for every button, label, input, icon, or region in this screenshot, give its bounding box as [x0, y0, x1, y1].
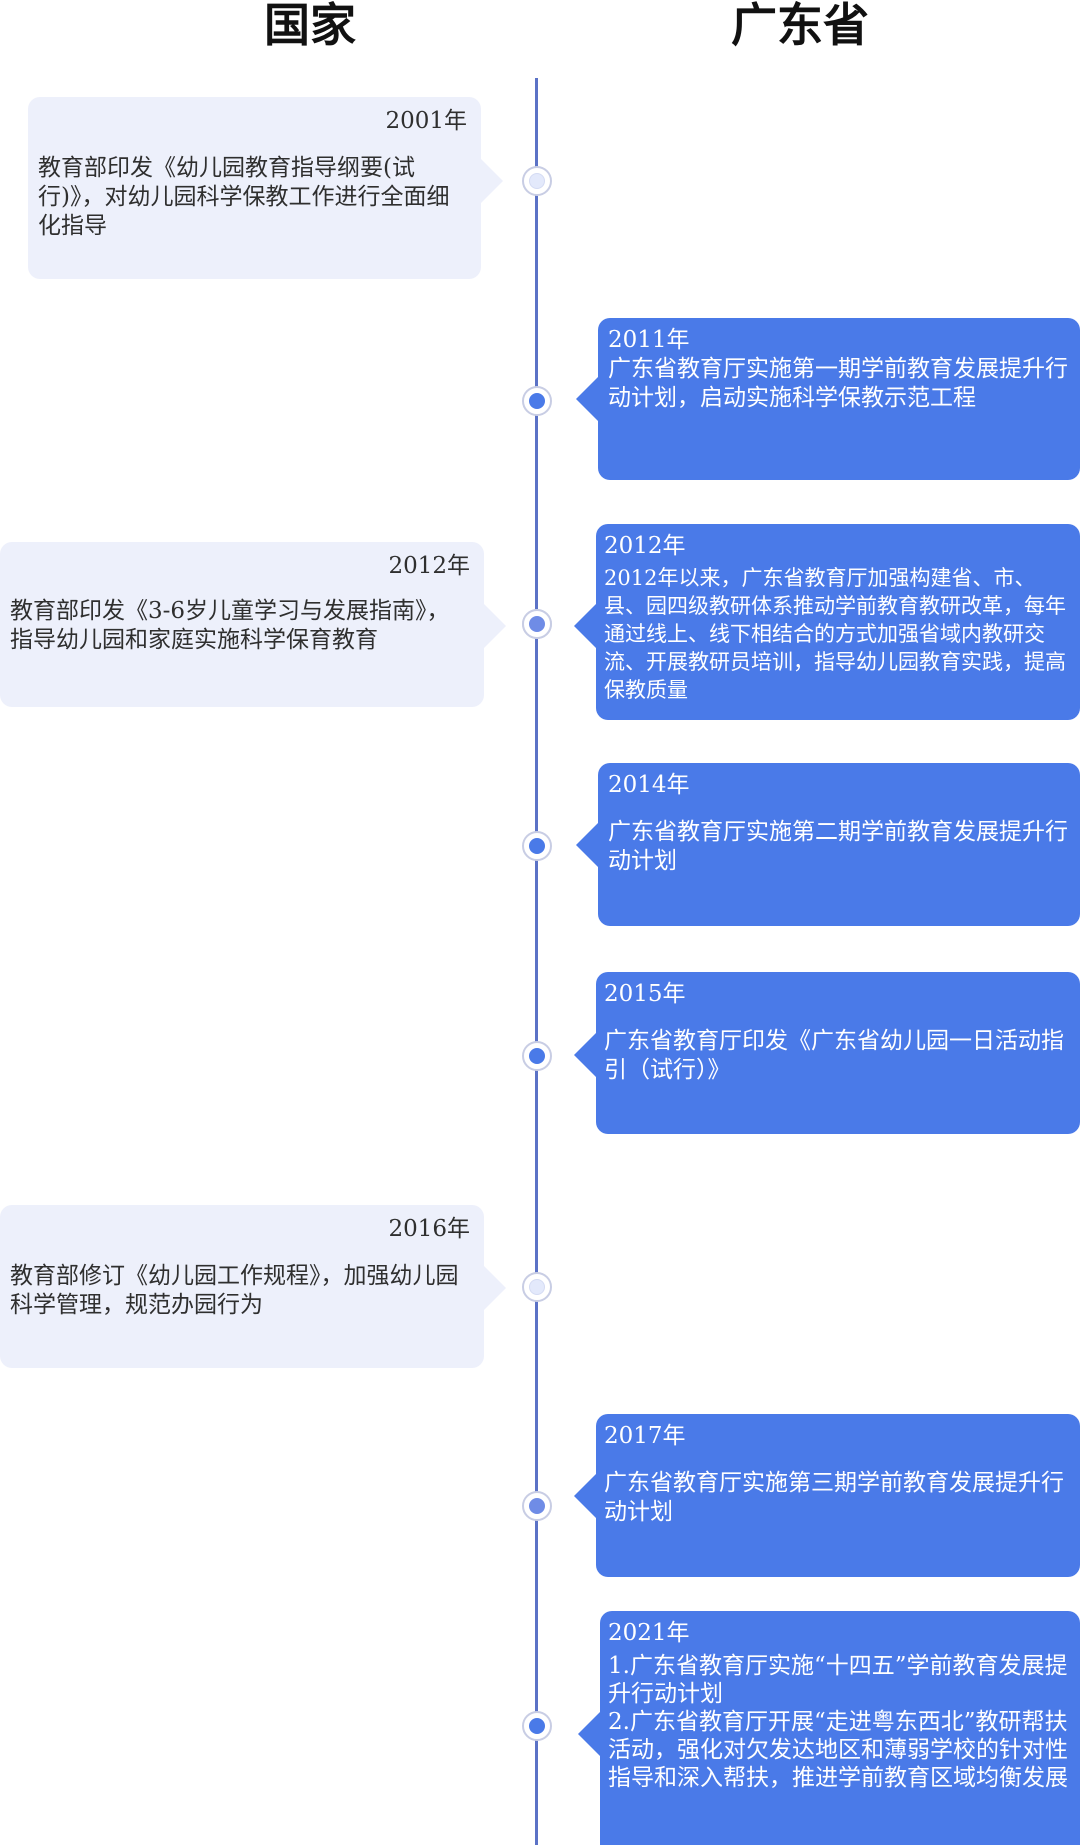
- column-header-national: 国家: [264, 0, 356, 52]
- event-year: 2012年: [604, 533, 686, 559]
- event-year: 2015年: [604, 981, 686, 1007]
- event-text: 广东省教育厅印发《广东省幼儿园一日活动指引（试行）》: [604, 1028, 1064, 1083]
- event-text: 广东省教育厅实施第二期学前教育发展提升行动计划: [608, 819, 1068, 874]
- event-year: 2011年: [608, 327, 690, 353]
- event-text: 广东省教育厅实施第三期学前教育发展提升行动计划: [604, 1470, 1064, 1525]
- event-card-national-2001: 2001年 教育部印发《幼儿园教育指导纲要(试行)》，对幼儿园科学保教工作进行全…: [28, 97, 503, 279]
- timeline-node: [522, 1491, 552, 1521]
- event-year: 2017年: [604, 1423, 686, 1449]
- timeline-node: [522, 1711, 552, 1741]
- event-card-guangdong-2014: 2014年 广东省教育厅实施第二期学前教育发展提升行动计划: [576, 763, 1080, 926]
- timeline-axis: [535, 78, 538, 1845]
- event-year: 2016年: [388, 1216, 470, 1242]
- event-card-guangdong-2017: 2017年 广东省教育厅实施第三期学前教育发展提升行动计划: [574, 1414, 1080, 1577]
- event-card-national-2016: 2016年 教育部修订《幼儿园工作规程》，加强幼儿园科学管理，规范办园行为: [0, 1205, 506, 1368]
- timeline-node: [522, 1272, 552, 1302]
- timeline-node: [522, 609, 552, 639]
- column-header-guangdong: 广东省: [731, 0, 869, 52]
- timeline-node: [522, 166, 552, 196]
- event-text: 广东省教育厅实施第一期学前教育发展提升行动计划，启动实施科学保教示范工程: [608, 356, 1068, 411]
- event-card-guangdong-2012: 2012年 2012年以来，广东省教育厅加强构建省、市、县、园四级教研体系推动学…: [574, 524, 1080, 720]
- event-year: 2021年: [608, 1620, 690, 1646]
- timeline-node: [522, 386, 552, 416]
- event-card-guangdong-2021: 2021年 1.广东省教育厅实施“十四五”学前教育发展提升行动计划 2.广东省教…: [578, 1611, 1080, 1845]
- event-text: 1.广东省教育厅实施“十四五”学前教育发展提升行动计划 2.广东省教育厅开展“走…: [608, 1653, 1068, 1791]
- event-text: 教育部修订《幼儿园工作规程》，加强幼儿园科学管理，规范办园行为: [10, 1263, 459, 1318]
- event-card-national-2012: 2012年 教育部印发《3-6岁儿童学习与发展指南》，指导幼儿园和家庭实施科学保…: [0, 542, 506, 707]
- event-card-guangdong-2015: 2015年 广东省教育厅印发《广东省幼儿园一日活动指引（试行）》: [574, 972, 1080, 1134]
- event-year: 2001年: [385, 108, 467, 134]
- event-year: 2012年: [388, 553, 470, 579]
- event-year: 2014年: [608, 772, 690, 798]
- event-text: 教育部印发《幼儿园教育指导纲要(试行)》，对幼儿园科学保教工作进行全面细化指导: [38, 155, 450, 239]
- timeline-node: [522, 1041, 552, 1071]
- event-card-guangdong-2011: 2011年 广东省教育厅实施第一期学前教育发展提升行动计划，启动实施科学保教示范…: [576, 318, 1080, 480]
- timeline-node: [522, 831, 552, 861]
- event-text: 2012年以来，广东省教育厅加强构建省、市、县、园四级教研体系推动学前教育教研改…: [604, 566, 1066, 702]
- event-text: 教育部印发《3-6岁儿童学习与发展指南》，指导幼儿园和家庭实施科学保育教育: [10, 598, 450, 653]
